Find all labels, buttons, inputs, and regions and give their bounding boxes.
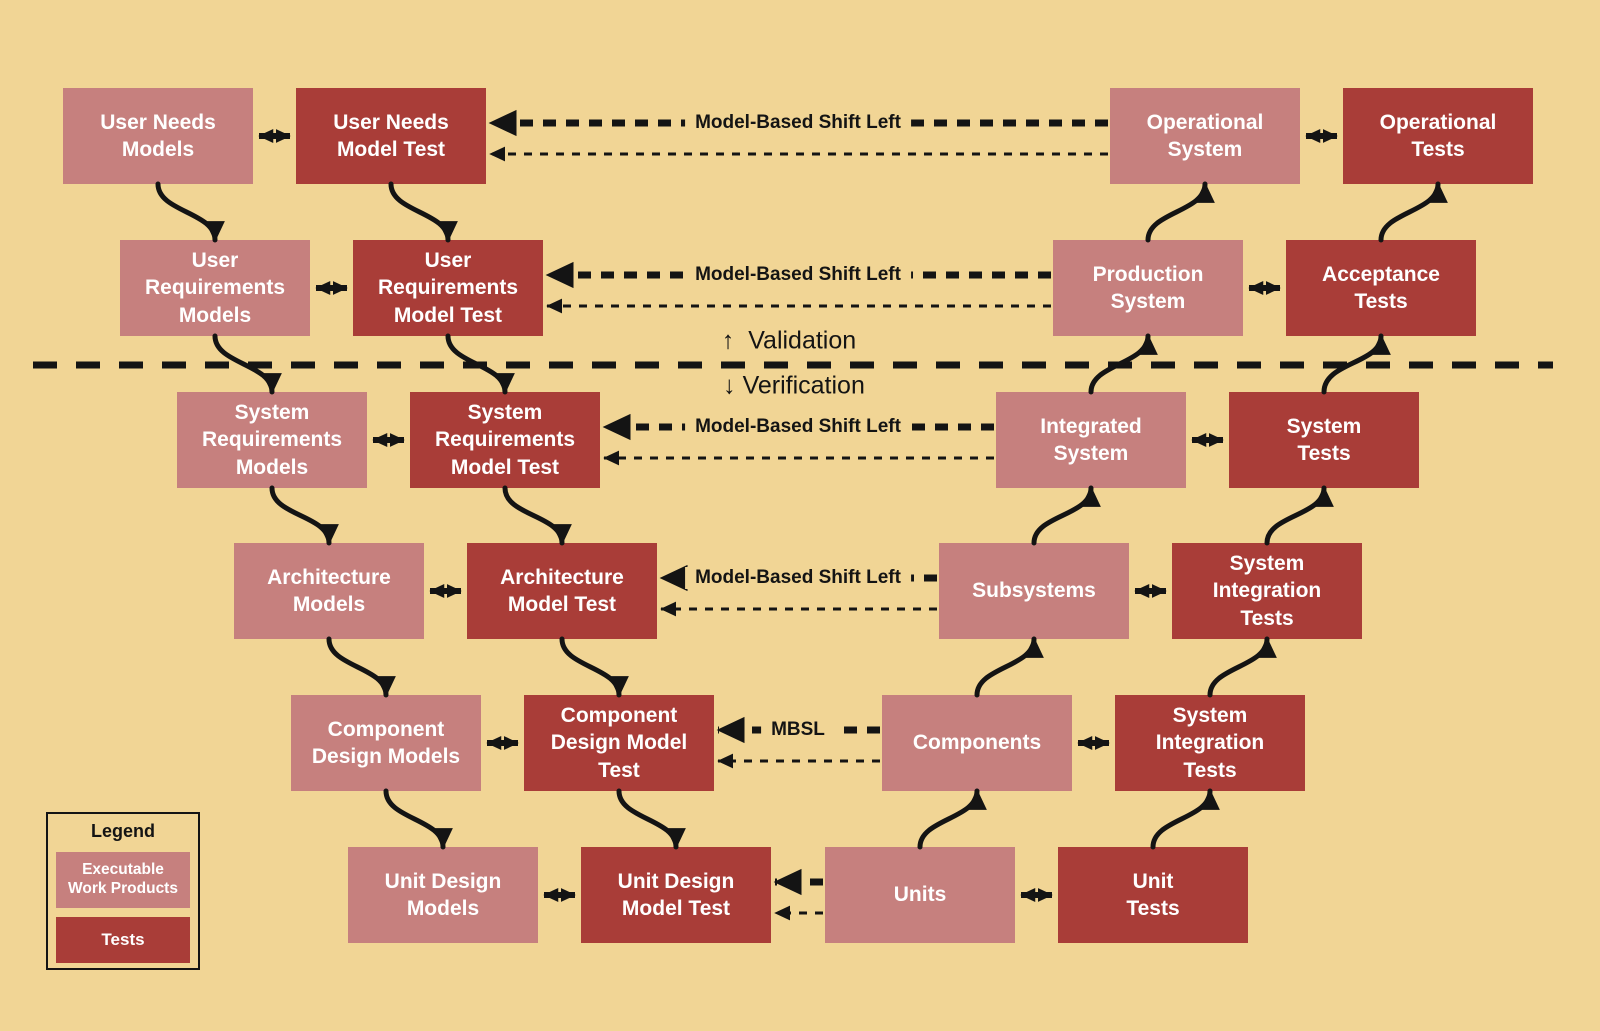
node-operational-system: Operational System	[1110, 88, 1300, 184]
node-system-integration-tests-subsystem: System Integration Tests	[1172, 543, 1362, 639]
node-component-design-model-test: Component Design Model Test	[524, 695, 714, 791]
shift-left-label-architecture: Model-Based Shift Left	[685, 567, 911, 589]
verification-label: ↓ Verification	[723, 371, 865, 400]
node-system-requirements-models: System Requirements Models	[177, 392, 367, 488]
node-components: Components	[882, 695, 1072, 791]
shift-left-label-user-requirements: Model-Based Shift Left	[685, 264, 911, 286]
node-integrated-system: Integrated System	[996, 392, 1186, 488]
node-units: Units	[825, 847, 1015, 943]
node-system-requirements-model-test: System Requirements Model Test	[410, 392, 600, 488]
node-unit-tests: Unit Tests	[1058, 847, 1248, 943]
node-acceptance-tests: Acceptance Tests	[1286, 240, 1476, 336]
node-subsystems: Subsystems	[939, 543, 1129, 639]
node-component-design-models: Component Design Models	[291, 695, 481, 791]
node-architecture-model-test: Architecture Model Test	[467, 543, 657, 639]
node-user-needs-models: User Needs Models	[63, 88, 253, 184]
node-architecture-models: Architecture Models	[234, 543, 424, 639]
legend-title: Legend	[90, 821, 155, 841]
shift-left-label-system-requirements: Model-Based Shift Left	[685, 416, 911, 438]
legend-tests-swatch: Tests	[56, 917, 190, 963]
node-user-requirements-models: User Requirements Models	[120, 240, 310, 336]
node-production-system: Production System	[1053, 240, 1243, 336]
node-user-requirements-model-test: User Requirements Model Test	[353, 240, 543, 336]
node-system-integration-tests-component: System Integration Tests	[1115, 695, 1305, 791]
legend: Legend Executable Work Products Tests	[46, 812, 200, 970]
node-system-tests: System Tests	[1229, 392, 1419, 488]
shift-left-label-user-needs: Model-Based Shift Left	[685, 112, 911, 134]
node-user-needs-model-test: User Needs Model Test	[296, 88, 486, 184]
shift-left-label-mbsl: MBSL	[761, 719, 835, 741]
node-unit-design-models: Unit Design Models	[348, 847, 538, 943]
legend-executable-work-products-swatch: Executable Work Products	[56, 852, 190, 908]
validation-label: ↑ Validation	[721, 326, 857, 355]
node-operational-tests: Operational Tests	[1343, 88, 1533, 184]
node-unit-design-model-test: Unit Design Model Test	[581, 847, 771, 943]
